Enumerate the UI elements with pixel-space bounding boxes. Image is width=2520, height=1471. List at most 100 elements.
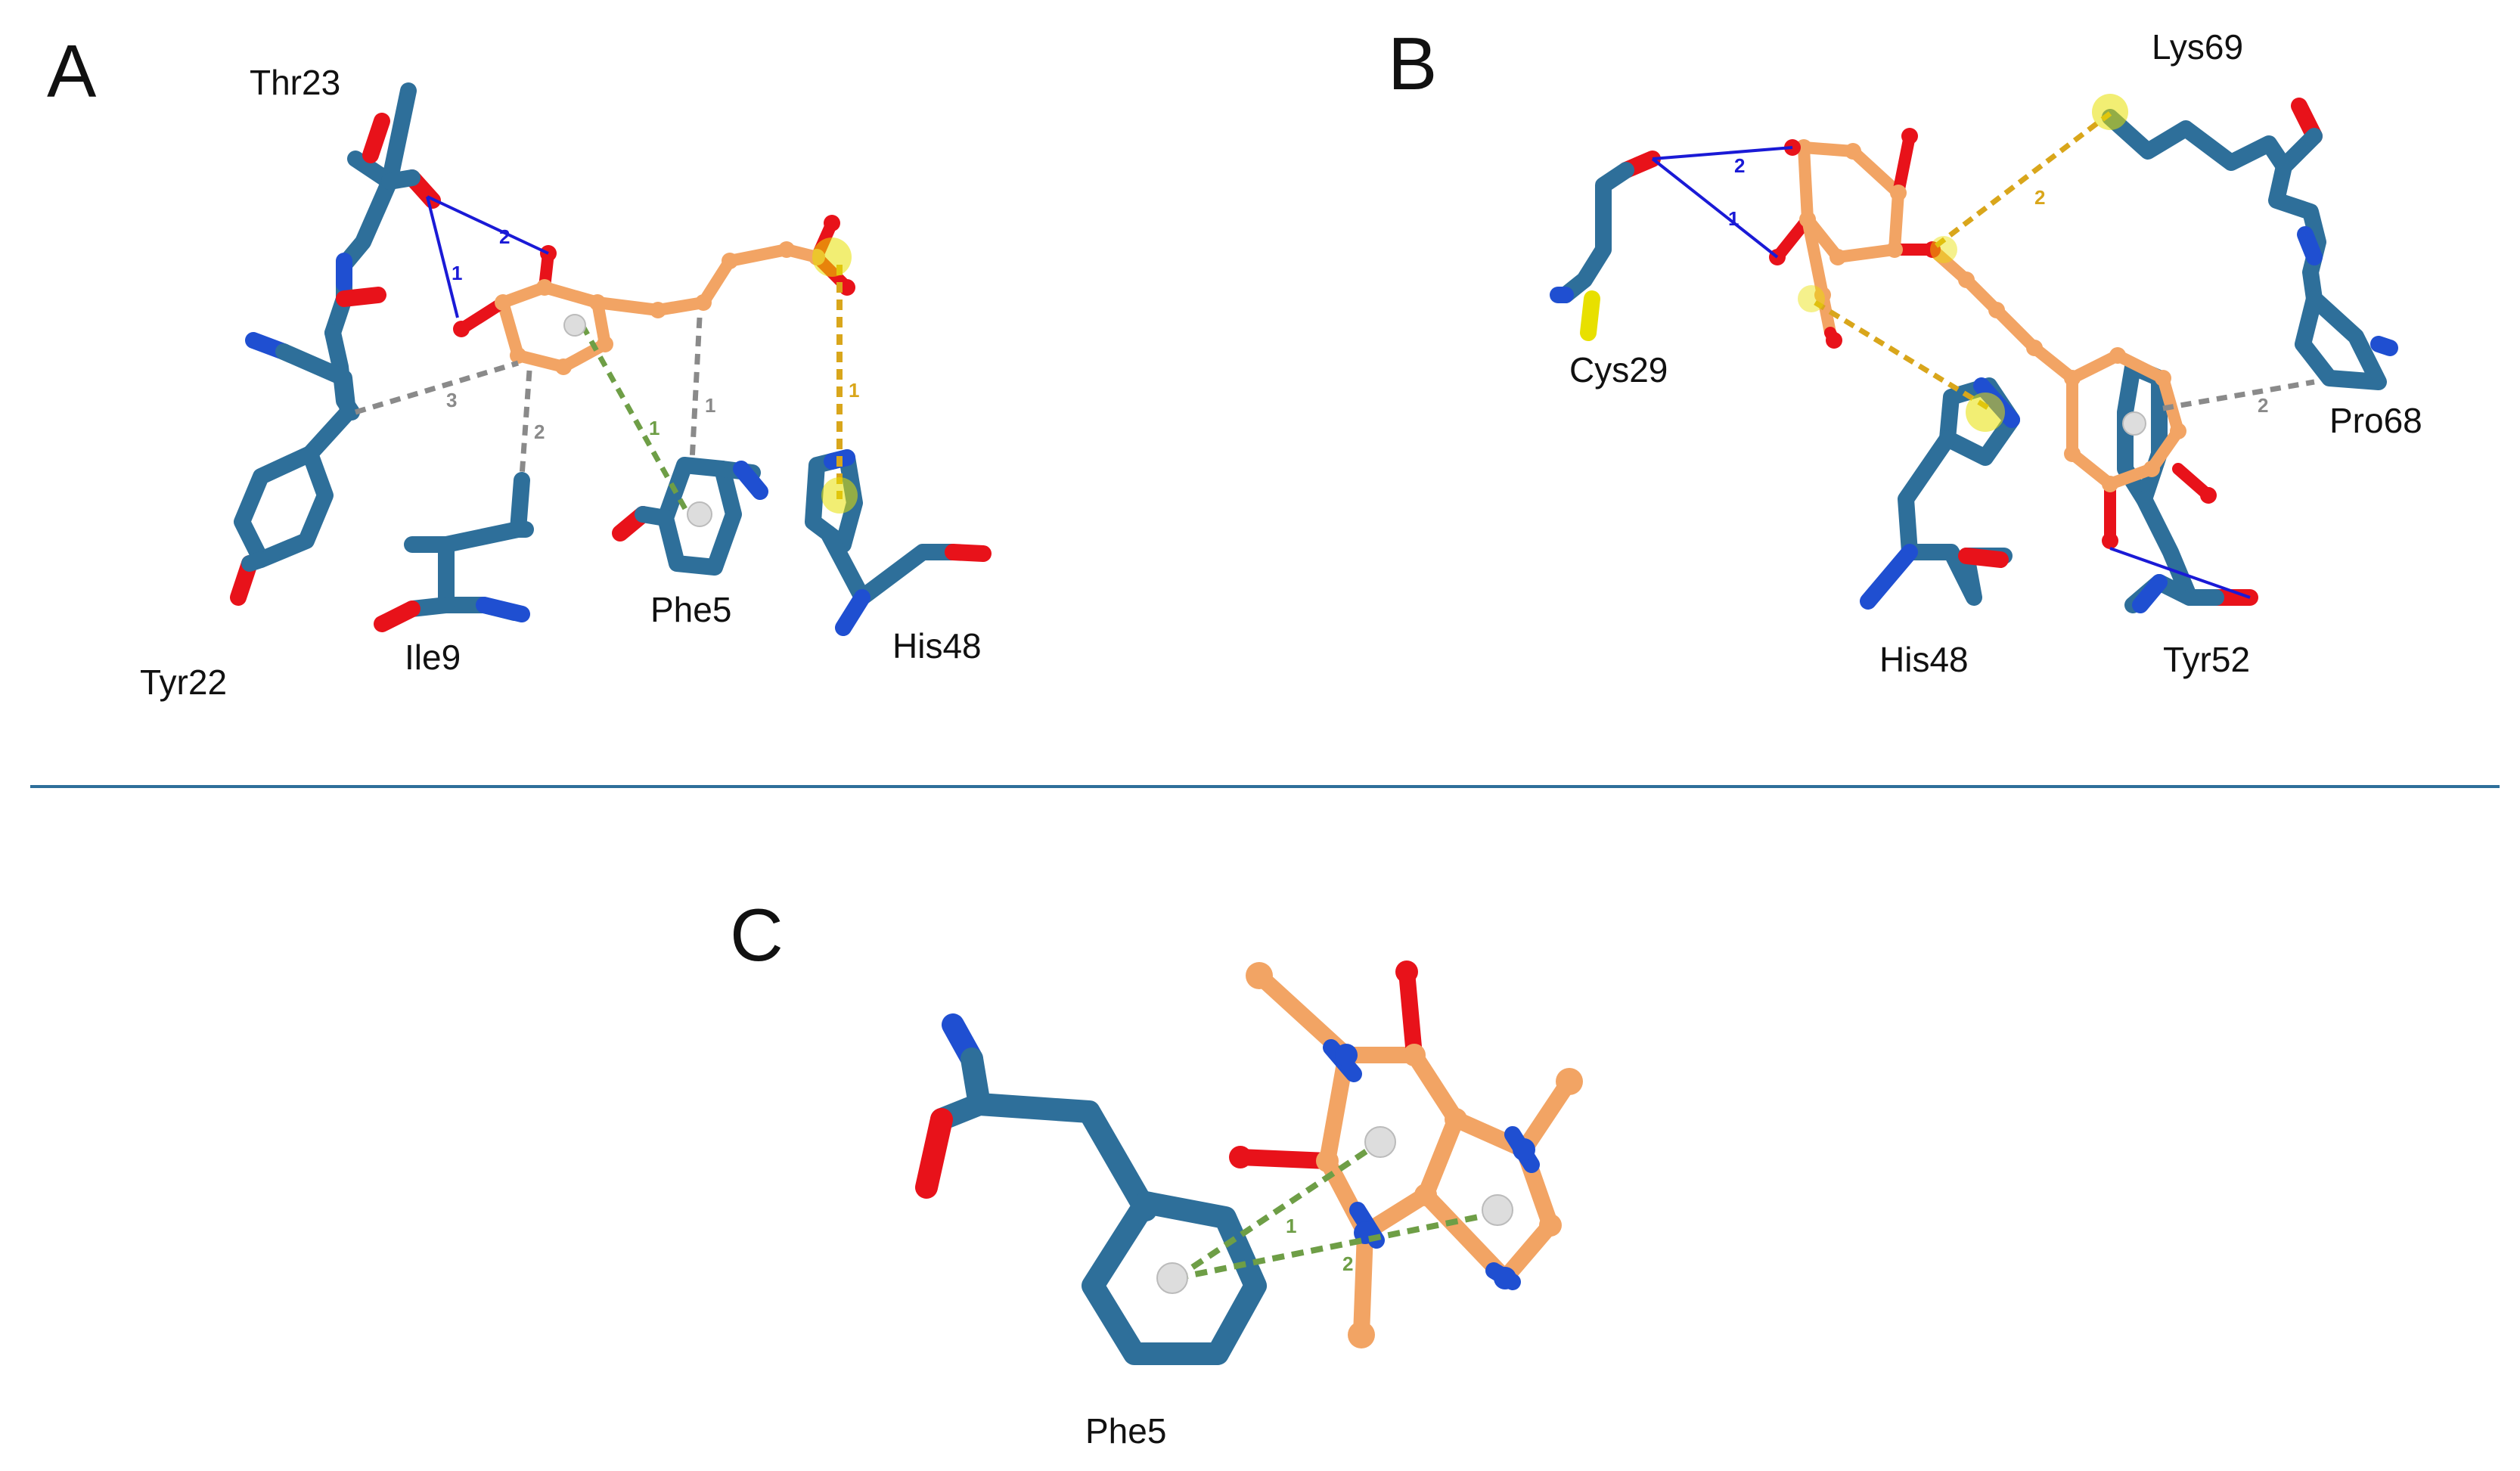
- lys69-c: [2276, 128, 2323, 175]
- b-hbond-2: [1652, 146, 1793, 160]
- phe5-n: [733, 461, 768, 500]
- ligand-b-oh2: [1892, 130, 1916, 199]
- c-five-ring-centroid: [1482, 1194, 1513, 1226]
- label-cys29: Cys29: [1569, 350, 1668, 389]
- panel-a: A: [47, 29, 992, 702]
- c-num-pi-2: 2: [1342, 1252, 1353, 1275]
- panel-b-interaction-numbers: 2 1 2 2: [1728, 154, 2268, 417]
- lys69-backbone: [2268, 158, 2326, 307]
- tyr22-carbonyl: [336, 287, 386, 307]
- label-phe5: Phe5: [650, 590, 731, 629]
- b-num-hydrophobic-2: 2: [2258, 394, 2268, 417]
- panel-c-labels: Phe5: [1085, 1411, 1166, 1451]
- caffeine-o2: [1232, 1149, 1336, 1169]
- a-num-hydrophobic-2: 2: [534, 421, 545, 443]
- thr23-sidechain: [381, 82, 417, 190]
- label-phe5-c: Phe5: [1085, 1411, 1166, 1451]
- pro68-ring: [2295, 290, 2387, 390]
- tyr22-oh-c: [241, 551, 269, 572]
- b-hydrophobic-2: [2162, 379, 2315, 411]
- b-cooh-highlight: [1798, 285, 1825, 312]
- cys29-sg: [1580, 290, 1600, 341]
- thr23-carbonyl: [362, 113, 390, 163]
- his48b-o: [1958, 548, 2009, 568]
- b-num-hbond-2: 2: [1734, 154, 1745, 177]
- a-num-hydrophobic-3: 3: [446, 389, 457, 411]
- a-phe-centroid: [687, 501, 712, 527]
- ile9-o: [374, 601, 421, 632]
- c-num-pi-1: 1: [1286, 1215, 1296, 1237]
- caffeine-me3: [1353, 1224, 1373, 1343]
- panel-a-interaction-numbers: 1 2 3 2 1 1 1: [446, 225, 859, 443]
- b-ring-centroid: [2122, 411, 2146, 436]
- a-num-hbond-2: 2: [499, 225, 510, 248]
- panel-b-centroids: [1798, 94, 2146, 436]
- c-pi-stacking-1: [1174, 1139, 1383, 1281]
- tyr52-n: [2132, 574, 2168, 613]
- b-salt-bridge-2: [1934, 111, 2112, 248]
- label-his48: His48: [892, 626, 982, 666]
- panel-a-letter: A: [47, 29, 97, 113]
- b-hbond-1: [1651, 157, 1779, 259]
- lys69-chain: [2102, 109, 2292, 175]
- label-thr23: Thr23: [250, 63, 340, 102]
- c-pi-stacking-2: [1175, 1211, 1494, 1281]
- label-tyr22: Tyr22: [140, 663, 227, 702]
- a-hydrophobic-2: [519, 370, 532, 477]
- caffeine-o1: [1398, 964, 1423, 1063]
- panel-b-labels: Lys69 Cys29 Pro68 His48 Tyr52: [1569, 27, 2422, 679]
- panel-b: B: [1388, 22, 2422, 679]
- b-num-salt-2: 2: [2034, 186, 2045, 209]
- label-lys69: Lys69: [2152, 27, 2243, 67]
- panel-c: C: [730, 893, 1583, 1451]
- a-hydrophobic-1: [689, 317, 703, 462]
- panel-a-interactions: [354, 195, 843, 516]
- cys29-chain: [1557, 162, 1634, 303]
- a-num-hydrophobic-1: 1: [705, 394, 715, 417]
- a-hbond-1: [426, 196, 459, 318]
- panel-c-letter: C: [730, 893, 784, 976]
- panel-c-ligand-atoms: [1229, 960, 1583, 1348]
- ile9-chain: [404, 472, 530, 613]
- phe5c-ring: [1082, 1191, 1267, 1365]
- phe5c-o: [915, 1108, 953, 1199]
- a-ligand-centroid: [563, 314, 586, 337]
- b-his-highlight: [1966, 393, 2005, 432]
- label-tyr52: Tyr52: [2163, 640, 2250, 679]
- b-num-hbond-1: 1: [1728, 207, 1739, 230]
- thr23-backbone: [324, 151, 398, 341]
- caffeine-me2: [1516, 1073, 1578, 1158]
- thr23-og-c: [381, 169, 421, 190]
- c-phe-centroid: [1156, 1262, 1188, 1294]
- lys69-n: [2297, 226, 2323, 265]
- a-num-salt-1: 1: [849, 379, 859, 402]
- a-his-highlight: [821, 477, 858, 514]
- b-lys-highlight: [2092, 94, 2128, 130]
- label-his48-b: His48: [1879, 640, 1969, 679]
- ile9-n: [476, 597, 530, 622]
- his48-o: [945, 544, 992, 562]
- phe5-c: [635, 506, 674, 526]
- c-six-ring-centroid: [1364, 1126, 1396, 1158]
- tyr22-ring: [234, 445, 334, 568]
- label-ile9: Ile9: [405, 638, 461, 677]
- a-hbond-2: [427, 195, 549, 255]
- panel-c-protein: [915, 1013, 1267, 1365]
- panel-c-interaction-numbers: 1 2: [1286, 1215, 1353, 1275]
- a-num-pi-1: 1: [649, 417, 659, 439]
- a-num-hbond-1: 1: [452, 262, 462, 284]
- b-hbond-tyr52: [2109, 547, 2251, 599]
- panel-a-labels: Thr23 Tyr22 Ile9 Phe5 His48: [140, 63, 982, 702]
- his48b-n: [1860, 544, 1918, 610]
- panel-c-centroids: [1156, 1126, 1513, 1294]
- panel-c-interactions: [1174, 1139, 1494, 1281]
- panel-b-ligand-atoms: [1769, 128, 2217, 549]
- a-sulfur-highlight: [812, 237, 852, 277]
- panel-b-interactions: [1651, 111, 2315, 599]
- b-ester-highlight: [1930, 236, 1957, 263]
- panel-b-protein: [1550, 98, 2398, 613]
- panel-a-protein: [230, 82, 992, 636]
- his48-n: [835, 589, 871, 636]
- tyr22-ca: [275, 343, 356, 462]
